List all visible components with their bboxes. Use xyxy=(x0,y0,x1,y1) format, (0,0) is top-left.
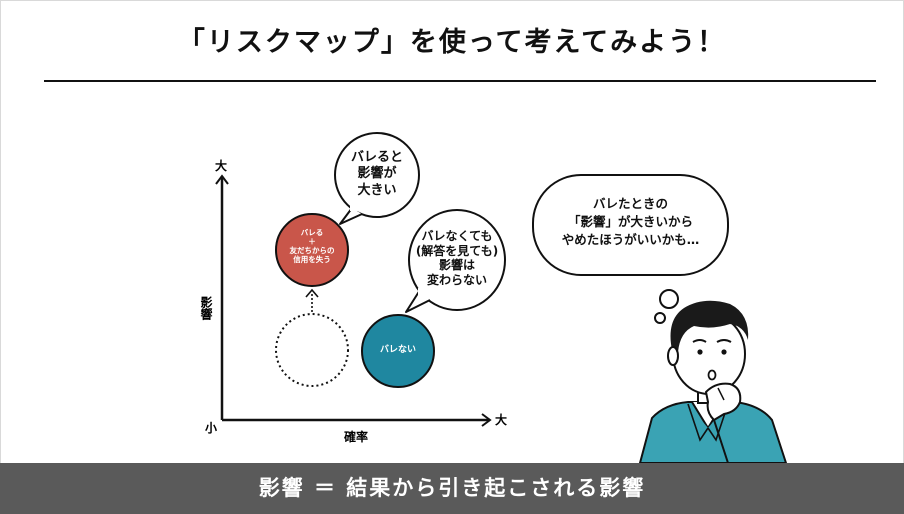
red-circle-line-1: バレる xyxy=(300,228,324,237)
thought-dot-small xyxy=(654,312,666,324)
top-speech-bubble-tail xyxy=(339,207,363,225)
origin-label: 小 xyxy=(205,420,217,435)
red-circle-line-2: ＋ xyxy=(308,237,316,246)
thought-dot-large xyxy=(659,289,679,309)
thought-bubble-text: バレたときの 「影響」が大きいから やめたほうがいいかも… xyxy=(561,196,700,248)
red-circle xyxy=(275,213,349,287)
red-circle-line-4: 信用を失う xyxy=(293,255,331,264)
person-hand xyxy=(705,382,742,421)
right-bubble-text: バレなくても (解答を見ても) 影響は 変わらない xyxy=(415,229,499,287)
person-hair xyxy=(670,300,749,352)
blue-circle-label: バレない xyxy=(379,345,416,355)
red-circle-label: バレる ＋ 友だちからの 信用を失う xyxy=(276,228,348,264)
footer-definition-bar: 影響 ＝ 結果から引き起こされる影響 xyxy=(0,463,904,514)
dotted-arrow-head xyxy=(305,288,319,298)
x-axis-arrowhead xyxy=(481,413,492,427)
blue-circle xyxy=(361,314,435,388)
thinking-person-illustration xyxy=(639,300,787,464)
y-axis-high-label: 大 xyxy=(215,158,227,173)
y-axis-label: 影響 xyxy=(199,295,213,321)
red-circle-line-3: 友だちからの xyxy=(289,246,335,255)
dotted-circle xyxy=(275,313,349,387)
x-axis-high-label: 大 xyxy=(495,412,507,427)
top-bubble-text: バレると 影響が 大きい xyxy=(350,150,403,198)
right-speech-bubble xyxy=(408,209,506,311)
x-axis-label: 確率 xyxy=(344,429,368,444)
top-speech-bubble xyxy=(334,132,420,218)
page-title: 「リスクマップ」を使って考えてみよう！ xyxy=(177,27,727,58)
title-divider xyxy=(44,80,876,82)
y-axis-arrowhead xyxy=(215,174,229,185)
thought-bubble xyxy=(532,174,729,276)
